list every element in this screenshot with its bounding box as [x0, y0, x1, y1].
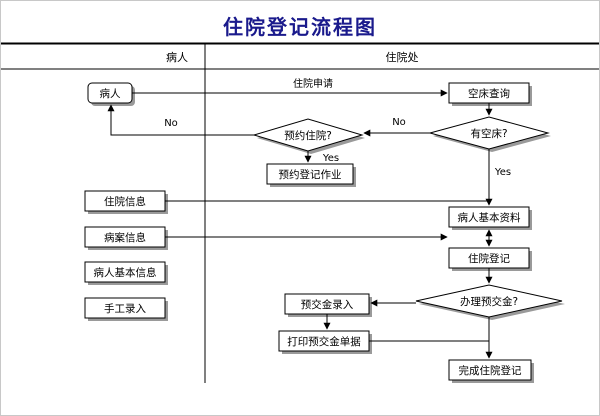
node-reserve-admission-label: 预约住院?: [284, 129, 332, 142]
node-empty-bed-query: 空床查询: [448, 82, 532, 106]
node-has-empty-bed-label: 有空床?: [470, 127, 507, 140]
edge-inpatient-info-to-basic-data: [165, 200, 490, 205]
node-has-empty-bed: 有空床?: [428, 116, 551, 152]
node-print-deposit-receipt-label: 打印预交金单据: [287, 335, 361, 348]
node-handle-deposit-label: 办理预交金?: [460, 295, 518, 308]
lane-label-admission: 住院处: [386, 50, 419, 64]
node-patient-basic-info: 病人基本信息: [84, 261, 168, 285]
node-handle-deposit: 办理预交金?: [415, 284, 565, 320]
node-patient-basic-info-label: 病人基本信息: [94, 266, 157, 279]
node-reserve-admission: 预约住院?: [252, 118, 365, 154]
node-admission-registration-label: 住院登记: [468, 252, 510, 265]
edge-no-bed: No: [363, 117, 430, 137]
node-manual-entry: 手工录入: [84, 297, 168, 321]
node-deposit-entry-label: 预交金录入: [301, 298, 354, 311]
node-deposit-entry: 预交金录入: [284, 293, 372, 317]
edge-yes-bed: Yes: [485, 149, 511, 206]
edge-no-bed-label: No: [392, 117, 406, 128]
edge-no-reserve-label: No: [164, 118, 178, 129]
edge-yes-reserve-label: Yes: [322, 153, 339, 164]
node-patient-basic-data: 病人基本资料: [448, 206, 532, 230]
lane-label-patient: 病人: [166, 50, 188, 64]
node-inpatient-info-label: 住院信息: [104, 195, 146, 208]
node-inpatient-info: 住院信息: [84, 190, 168, 214]
edge-yes-reserve: Yes: [304, 151, 339, 164]
edge-admission-request: 住院申请: [132, 77, 448, 97]
node-admission-registration: 住院登记: [448, 247, 532, 271]
node-reservation-registration-label: 预约登记作业: [279, 168, 342, 181]
node-patient-basic-data-label: 病人基本资料: [458, 211, 521, 224]
node-complete-registration-label: 完成住院登记: [459, 364, 522, 377]
diagram-title: 住院登记流程图: [223, 15, 377, 39]
node-medical-record-info-label: 病案信息: [104, 231, 146, 244]
node-print-deposit-receipt: 打印预交金单据: [278, 330, 372, 354]
node-patient: 病人: [87, 82, 135, 106]
node-medical-record-info: 病案信息: [84, 226, 168, 250]
edge-yes-bed-label: Yes: [494, 167, 511, 178]
node-empty-bed-query-label: 空床查询: [468, 87, 510, 100]
edge-admission-request-label: 住院申请: [293, 77, 333, 90]
edge-no-reserve: No: [107, 104, 254, 136]
node-patient-label: 病人: [100, 87, 121, 100]
node-reservation-registration: 预约登记作业: [266, 163, 356, 187]
node-manual-entry-label: 手工录入: [104, 302, 146, 315]
node-complete-registration: 完成住院登记: [448, 359, 534, 383]
